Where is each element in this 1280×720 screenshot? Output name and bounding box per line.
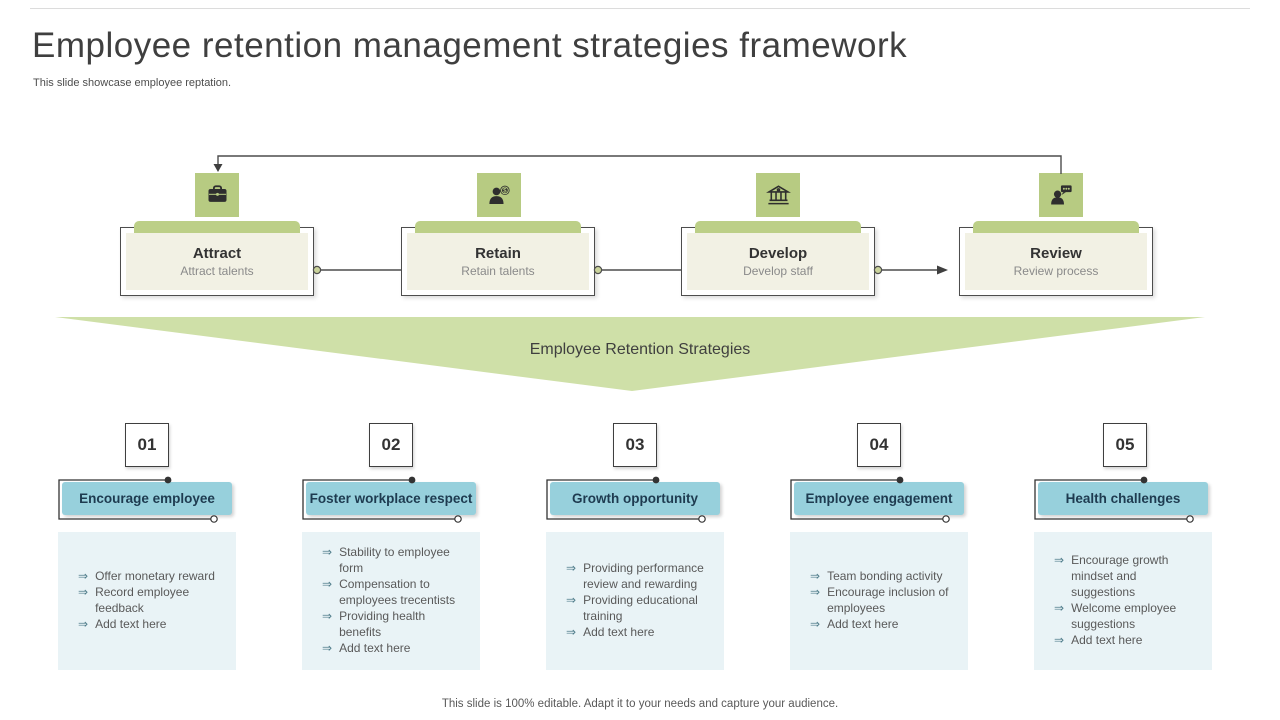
stage-card-panel: Develop Develop staff xyxy=(687,233,869,290)
double-arrow-icon: ⇒ xyxy=(322,577,333,592)
bullet-item: ⇒Add text here xyxy=(1054,632,1143,647)
stage-card-tab xyxy=(695,221,861,235)
stage-subtitle: Review process xyxy=(1013,264,1099,278)
bullet-item: ⇒Add text here xyxy=(322,640,411,655)
bullet-item: ⇒Welcome employee suggestions xyxy=(1054,601,1177,631)
bullet-item: ⇒Record employee feedback xyxy=(78,585,190,615)
slide-top-border xyxy=(30,8,1250,9)
person-speech-icon xyxy=(1039,173,1083,217)
strategy-body-1: ⇒Offer monetary reward⇒Record employee f… xyxy=(58,532,236,670)
double-arrow-icon: ⇒ xyxy=(1054,632,1065,647)
step-number-2: 02 xyxy=(369,423,413,467)
double-arrow-icon: ⇒ xyxy=(322,545,333,560)
page-subtitle: This slide showcase employee reptation. xyxy=(33,77,232,89)
bullet-item: ⇒Stability to employee form xyxy=(322,545,450,576)
bullet-item: ⇒Add text here xyxy=(78,616,167,631)
strategy-bullets: ⇒Offer monetary reward⇒Record employee f… xyxy=(78,569,226,633)
strategy-bullets: ⇒Team bonding activity⇒Encourage inclusi… xyxy=(810,569,958,633)
stage-card-review: Review Review process xyxy=(959,221,1153,296)
bullet-item: ⇒Encourage growth mindset and suggestion… xyxy=(1054,553,1169,600)
strategy-header-1: Encourage employee xyxy=(62,482,232,515)
stage-card-tab xyxy=(134,221,300,235)
stage-subtitle: Develop staff xyxy=(743,264,813,278)
banner-triangle xyxy=(55,317,1205,391)
stage-title: Develop xyxy=(748,245,808,262)
stage-card-tab xyxy=(415,221,581,235)
briefcase-icon xyxy=(195,173,239,217)
bullet-item: ⇒Add text here xyxy=(810,616,899,631)
bullet-item: ⇒Providing performance review and reward… xyxy=(566,561,704,592)
step-number-1: 01 xyxy=(125,423,169,467)
stage-title: Attract xyxy=(192,245,242,262)
double-arrow-icon: ⇒ xyxy=(322,608,333,623)
double-arrow-icon: ⇒ xyxy=(566,561,577,576)
step-number-3: 03 xyxy=(613,423,657,467)
double-arrow-icon: ⇒ xyxy=(78,585,89,600)
strategy-header-4: Employee engagement xyxy=(794,482,964,515)
strategy-body-2: ⇒Stability to employee form⇒Compensation… xyxy=(302,532,480,670)
strategy-body-4: ⇒Team bonding activity⇒Encourage inclusi… xyxy=(790,532,968,670)
double-arrow-icon: ⇒ xyxy=(78,616,89,631)
bullet-item: ⇒Team bonding activity xyxy=(810,569,943,584)
step-number-4: 04 xyxy=(857,423,901,467)
bullet-item: ⇒Providing educational training xyxy=(566,593,698,623)
svg-text:$: $ xyxy=(503,187,507,194)
double-arrow-icon: ⇒ xyxy=(322,640,333,655)
bullet-item: ⇒Encourage inclusion of employees xyxy=(810,585,949,615)
stage-card-tab xyxy=(973,221,1139,235)
page-title: Employee retention management strategies… xyxy=(32,26,908,65)
bullet-item: ⇒Compensation to employees trecentists xyxy=(322,577,456,608)
stage-subtitle: Attract talents xyxy=(180,264,254,278)
strategy-header-2: Foster workplace respect xyxy=(306,482,476,515)
stage-card-panel: Retain Retain talents xyxy=(407,233,589,290)
step-number-5: 05 xyxy=(1103,423,1147,467)
stage-card-panel: Attract Attract talents xyxy=(126,233,308,290)
person-dollar-icon: $ xyxy=(477,173,521,217)
strategy-header-5: Health challenges xyxy=(1038,482,1208,515)
double-arrow-icon: ⇒ xyxy=(566,624,577,639)
double-arrow-icon: ⇒ xyxy=(1054,601,1065,615)
strategy-body-3: ⇒Providing performance review and reward… xyxy=(546,532,724,670)
strategy-header-3: Growth opportunity xyxy=(550,482,720,515)
stage-title: Retain xyxy=(475,245,521,262)
strategy-bullets: ⇒Encourage growth mindset and suggestion… xyxy=(1054,553,1202,649)
double-arrow-icon: ⇒ xyxy=(810,569,821,584)
strategy-bullets: ⇒Stability to employee form⇒Compensation… xyxy=(322,545,470,657)
stage-card-attract: Attract Attract talents xyxy=(120,221,314,296)
strategy-bullets: ⇒Providing performance review and reward… xyxy=(566,561,714,641)
double-arrow-icon: ⇒ xyxy=(566,593,577,608)
banner-label: Employee Retention Strategies xyxy=(529,341,751,358)
stage-card-retain: Retain Retain talents xyxy=(401,221,595,296)
stage-subtitle: Retain talents xyxy=(461,264,535,278)
footer-note: This slide is 100% editable. Adapt it to… xyxy=(441,698,839,710)
bank-icon xyxy=(756,173,800,217)
bullet-item: ⇒Providing health benefits xyxy=(322,608,426,639)
stage-title: Review xyxy=(1030,245,1082,262)
double-arrow-icon: ⇒ xyxy=(810,616,821,631)
bullet-item: ⇒Add text here xyxy=(566,624,655,639)
stage-card-develop: Develop Develop staff xyxy=(681,221,875,296)
double-arrow-icon: ⇒ xyxy=(1054,553,1065,568)
bullet-item: ⇒Offer monetary reward xyxy=(78,569,215,584)
stage-card-panel: Review Review process xyxy=(965,233,1147,290)
double-arrow-icon: ⇒ xyxy=(810,585,821,600)
strategy-body-5: ⇒Encourage growth mindset and suggestion… xyxy=(1034,532,1212,670)
double-arrow-icon: ⇒ xyxy=(78,569,89,584)
